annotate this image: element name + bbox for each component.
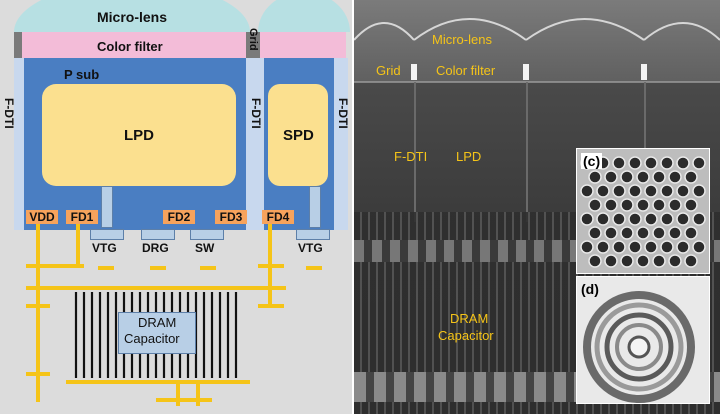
- grid-label: Grid: [247, 28, 259, 51]
- dram-label-box: [118, 312, 196, 354]
- vdd-contact: VDD: [26, 210, 58, 224]
- sem-grid-label: Grid: [376, 63, 401, 78]
- inset-d: (d): [576, 276, 710, 404]
- f-dti-label-mid: F-DTI: [249, 98, 263, 129]
- fd4-node: FD4: [262, 210, 294, 224]
- dti-right: [334, 58, 348, 230]
- spd-label: SPD: [283, 127, 314, 144]
- spd-region: [268, 84, 328, 186]
- sem-color-filter-label: Color filter: [436, 63, 496, 78]
- sem-micro-lens-label: Micro-lens: [432, 32, 492, 47]
- vtg-stem-right: [309, 186, 321, 228]
- f-dti-label-left: F-DTI: [2, 98, 16, 129]
- fd1-node: FD1: [66, 210, 98, 224]
- sem-microlens-arcs: [354, 18, 720, 83]
- capacitor-rings: [583, 291, 695, 403]
- sem-f-dti-label: F-DTI: [394, 149, 428, 164]
- micro-lens-large: [14, 0, 250, 32]
- drg-gate: [141, 229, 175, 240]
- sw-label: SW: [195, 241, 215, 255]
- dram-label-line2: Capacitor: [124, 331, 180, 346]
- vtg-label-left: VTG: [92, 241, 117, 255]
- inset-d-tag: (d): [581, 281, 599, 297]
- color-filter-large: [22, 32, 246, 58]
- vtg-gate-left: [90, 229, 124, 240]
- drg-label: DRG: [142, 241, 169, 255]
- f-dti-label-right: F-DTI: [336, 98, 350, 129]
- color-filter-label: Color filter: [97, 39, 163, 54]
- schematic-panel: Micro-lens Color filter Grid P sub F-DTI…: [0, 0, 352, 414]
- grid-block-right: [246, 32, 260, 58]
- sem-lpd-label: LPD: [456, 149, 482, 164]
- dti-left: [14, 58, 24, 230]
- vtg-stem-left: [101, 186, 113, 228]
- dram-capacitor-array: DRAM Capacitor: [72, 292, 242, 378]
- sem-micrograph: Micro-lens Grid Color filter F-DTI LPD D…: [354, 0, 720, 414]
- fd3-node: FD3: [215, 210, 247, 224]
- color-filter-small: [260, 32, 346, 58]
- hole-array: [580, 156, 706, 268]
- sw-gate: [190, 229, 224, 240]
- p-sub-label: P sub: [64, 67, 100, 82]
- inset-c-tag: (c): [581, 153, 603, 169]
- dram-label-line1: DRAM: [138, 315, 177, 330]
- dti-mid: [246, 58, 264, 230]
- vtg-gate-right: [296, 229, 330, 240]
- grid-block-left: [14, 32, 22, 58]
- inset-c: (c): [576, 148, 710, 274]
- micro-lens-small: [258, 0, 350, 32]
- sem-dram-label-line2: Capacitor: [438, 328, 494, 343]
- micro-lens-label: Micro-lens: [97, 9, 168, 25]
- lpd-region: [42, 84, 236, 186]
- fd2-node: FD2: [163, 210, 195, 224]
- lpd-label: LPD: [124, 127, 154, 144]
- sem-dram-label-line1: DRAM: [450, 311, 489, 326]
- vtg-label-right: VTG: [298, 241, 323, 255]
